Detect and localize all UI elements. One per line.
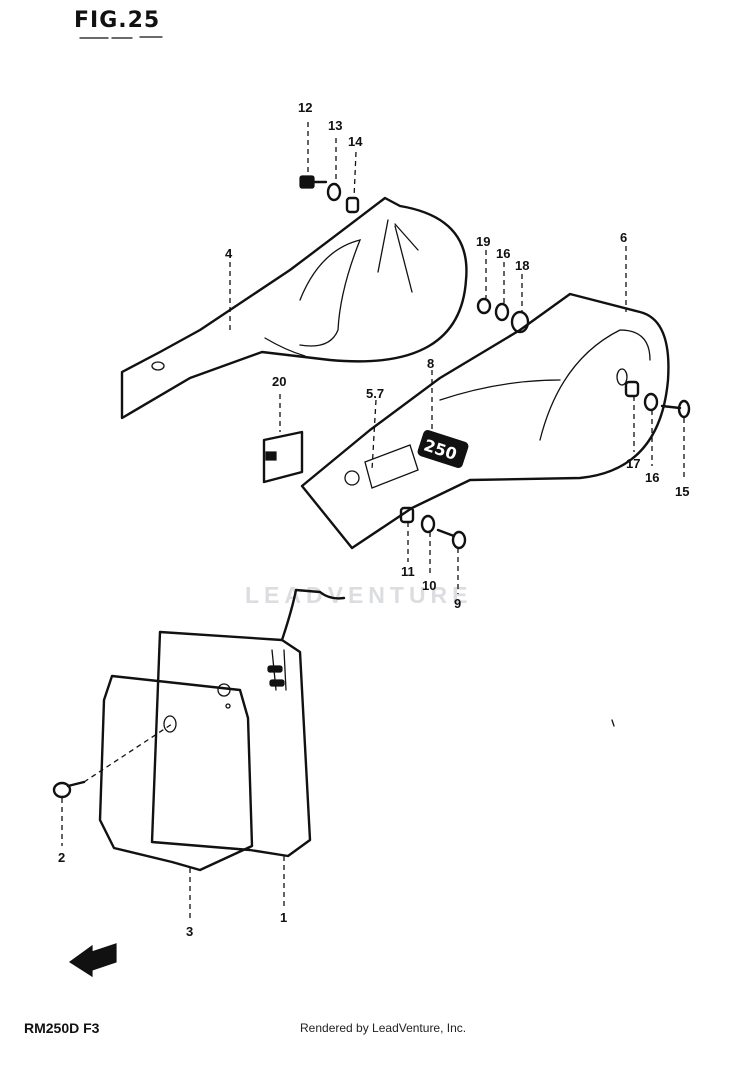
lower-washer[interactable] [420, 514, 436, 534]
callout-20: 20 [272, 374, 287, 389]
left-cover-collar[interactable] [345, 196, 360, 214]
left-cover-washer[interactable] [326, 182, 342, 202]
callout-17: 17 [626, 456, 641, 471]
number-plate-insert[interactable] [98, 674, 254, 872]
right-cover-collar[interactable] [624, 380, 640, 398]
callout-18: 18 [515, 258, 530, 273]
callout-1: 1 [280, 910, 288, 925]
right-cover-washer-upper[interactable] [494, 302, 510, 322]
leader-lines [61, 122, 685, 920]
lower-bolt[interactable] [436, 528, 467, 550]
title-decoration [79, 36, 163, 39]
front-direction-arrow-icon [68, 943, 117, 978]
right-cover-grommet[interactable] [510, 310, 530, 334]
callout-19: 19 [476, 234, 491, 249]
figure-title: FIG.25 [74, 8, 161, 33]
caution-label[interactable] [262, 430, 304, 484]
callout-4: 4 [225, 246, 233, 261]
callout-6: 6 [620, 230, 628, 245]
emblem-250[interactable]: 250 [417, 429, 469, 469]
callout-5-7: 5.7 [366, 386, 385, 401]
callout-10: 10 [422, 578, 437, 593]
left-cover-bolt[interactable] [299, 175, 328, 189]
callout-15: 15 [675, 484, 690, 499]
model-code: RM250D F3 [24, 1020, 100, 1036]
render-credit: Rendered by LeadVenture, Inc. [300, 1021, 467, 1035]
number-plate-screw[interactable] [52, 780, 86, 799]
callout-11: 11 [401, 564, 415, 579]
callout-14: 14 [348, 134, 363, 149]
callout-12: 12 [298, 100, 313, 115]
right-cover-nut[interactable] [476, 297, 492, 315]
callout-2: 2 [58, 850, 66, 865]
stray-mark [611, 719, 615, 727]
number-plate[interactable] [150, 588, 346, 858]
lower-collar[interactable] [399, 506, 415, 524]
right-side-cover[interactable] [300, 292, 670, 550]
left-side-cover[interactable] [120, 196, 468, 420]
callout-9: 9 [454, 596, 462, 611]
callout-13: 13 [328, 118, 343, 133]
callout-16-lower: 16 [645, 470, 660, 485]
callout-3: 3 [186, 924, 194, 939]
right-cover-washer-lower[interactable] [643, 392, 659, 412]
callout-8: 8 [427, 356, 435, 371]
watermark: LEADVENTURE [245, 582, 473, 608]
right-cover-bolt[interactable] [660, 399, 691, 419]
callout-16-upper: 16 [496, 246, 511, 261]
